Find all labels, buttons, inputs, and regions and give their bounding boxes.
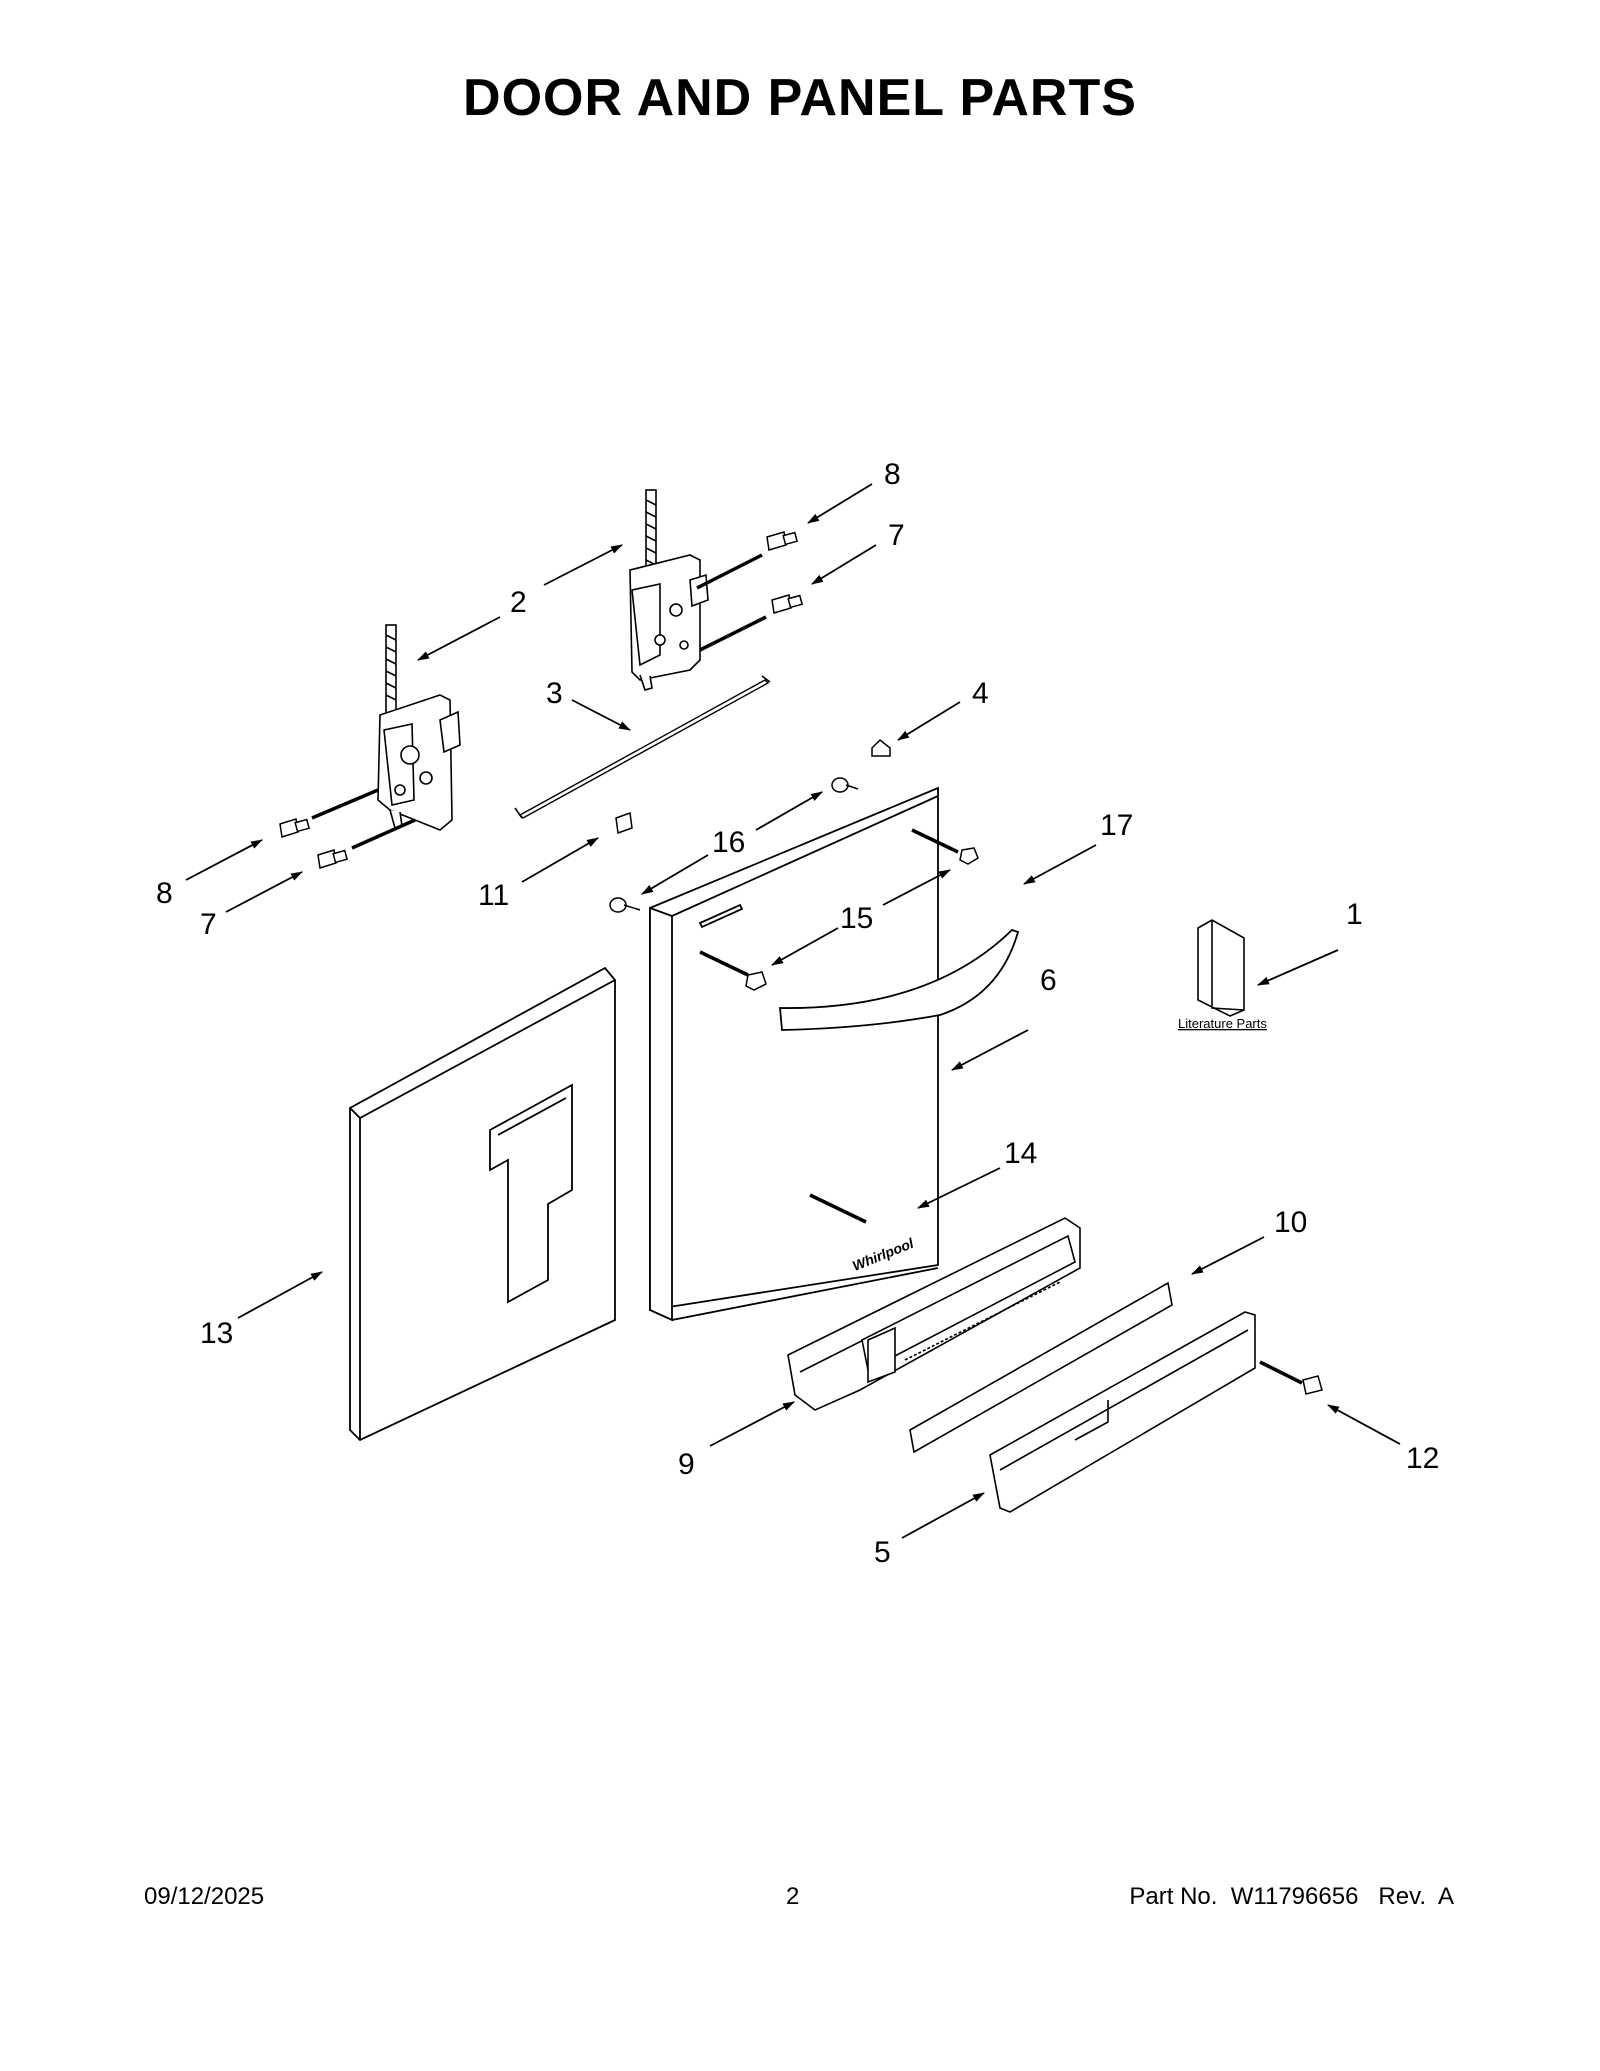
literature-label: Literature Parts: [1178, 1016, 1267, 1031]
callout-14: 14: [1004, 1137, 1037, 1170]
leader-11: [521, 837, 599, 883]
clip-part: [871, 738, 891, 757]
callout-15: 15: [840, 902, 873, 935]
footer-date: 09/12/2025: [144, 1883, 265, 1910]
leader-12: [1327, 1404, 1401, 1445]
leader-1: [1257, 949, 1339, 986]
leader-13: [237, 1271, 323, 1319]
bracket-5: [989, 1311, 1256, 1513]
door-panel: [649, 786, 939, 1322]
hinge-left: [377, 624, 461, 831]
callout-9: 9: [678, 1448, 695, 1481]
screw-7-top: [771, 594, 804, 614]
leader-9: [709, 1401, 795, 1447]
bumper-16-left: [609, 897, 641, 913]
leader-15-right: [882, 869, 951, 906]
leader-2-right: [543, 544, 623, 586]
leader-8-top: [807, 483, 873, 524]
callout-7-top: 7: [888, 519, 905, 552]
callout-6: 6: [1040, 964, 1057, 997]
leader-4: [897, 701, 961, 741]
leader-8-left: [185, 839, 263, 881]
leader-3: [571, 699, 631, 731]
callout-5: 5: [874, 1536, 891, 1569]
leader-7-top: [811, 544, 877, 585]
callout-8-left: 8: [156, 877, 173, 910]
callout-labels: 8 7 2 3 4 8 7 11 16 17 15 1 6 14 10 13 9…: [156, 458, 1439, 1569]
handle-part: [779, 928, 1020, 1031]
callout-8-top: 8: [884, 458, 901, 491]
leader-10: [1191, 1236, 1265, 1275]
page-title: DOOR AND PANEL PARTS: [463, 69, 1137, 127]
callout-4: 4: [972, 677, 989, 710]
bumper-16-top: [831, 777, 859, 793]
hinge-right: [629, 489, 709, 691]
callout-12: 12: [1406, 1442, 1439, 1475]
callout-1: 1: [1346, 898, 1363, 931]
callout-11: 11: [478, 879, 509, 912]
side-panel: [349, 966, 616, 1442]
leader-2-left: [417, 616, 501, 661]
leader-16-left: [641, 854, 709, 895]
leader-16-top: [755, 791, 823, 831]
leader-15-left: [771, 927, 839, 966]
screw-7-left: [317, 849, 349, 869]
callout-16: 16: [712, 826, 745, 859]
callout-2: 2: [510, 586, 527, 619]
bar-10: [909, 1281, 1173, 1454]
footer-part-number: Part No. W11796656 Rev. A: [1129, 1883, 1454, 1910]
screw-8-left: [279, 818, 311, 838]
bracket-9: [787, 1217, 1081, 1411]
literature-part: [1197, 919, 1245, 1017]
leader-14: [917, 1167, 1001, 1209]
screw-12: [1302, 1375, 1323, 1395]
footer-page-number: 2: [786, 1883, 800, 1910]
leader-17: [1023, 844, 1097, 885]
callout-7-left: 7: [200, 908, 217, 941]
leader-7-left: [225, 871, 303, 913]
callout-13: 13: [200, 1317, 233, 1350]
callout-10: 10: [1274, 1206, 1307, 1239]
callout-17: 17: [1100, 809, 1133, 842]
stop-15-right: [959, 847, 979, 865]
stop-15-left: [745, 971, 767, 991]
leader-6: [951, 1029, 1029, 1071]
screw-8-top: [766, 531, 799, 551]
leader-5: [901, 1492, 985, 1539]
latch-part: [615, 811, 633, 835]
callout-3: 3: [546, 677, 563, 710]
